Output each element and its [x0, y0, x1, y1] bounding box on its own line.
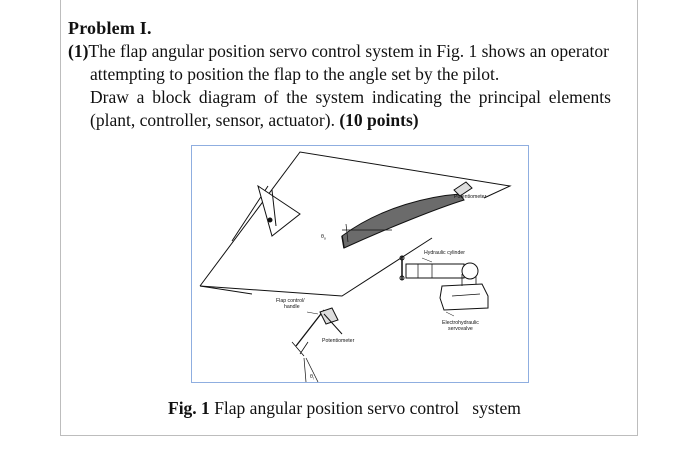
figure-1-diagram: Potentiometer θo Hydraulic cylinder Flap…: [191, 145, 529, 383]
label-theta-o: θo: [321, 234, 326, 241]
label-potentiometer-bottom: Potentiometer: [322, 338, 355, 344]
flap-surface: [341, 193, 465, 249]
label-hydraulic-cylinder: Hydraulic cylinder: [424, 250, 465, 256]
hydraulic-cylinder: [405, 263, 465, 279]
bottom-potentiometer: [323, 313, 343, 335]
question-line-4: (plant, controller, sensor, actuator). (…: [90, 110, 419, 130]
pilot-bracket: [257, 184, 301, 237]
page-frame: [60, 0, 638, 436]
question-number: (1): [68, 41, 89, 61]
question-text: (1)The flap angular position servo contr…: [68, 40, 638, 132]
label-potentiometer-top: Potentiometer: [454, 194, 487, 200]
servovalve: [439, 283, 489, 311]
question-line-2: attempting to position the flap to the a…: [90, 64, 500, 84]
label-theta-i: θi: [310, 374, 314, 381]
points-label: (10 points): [339, 110, 419, 130]
servo-system-illustration: Potentiometer θo Hydraulic cylinder Flap…: [199, 151, 512, 383]
flap-control-handle: [295, 309, 325, 347]
top-potentiometer: [453, 181, 473, 197]
question-line-3: Draw a block diagram of the system indic…: [90, 87, 611, 107]
figure-caption-text: Flap angular position servo control syst…: [214, 398, 521, 418]
problem-title: Problem I.: [68, 18, 152, 38]
figure-caption-prefix: Fig. 1: [168, 398, 210, 418]
question-line-1: (1)The flap angular position servo contr…: [68, 41, 609, 61]
figure-caption: Fig. 1 Flap angular position servo contr…: [168, 398, 521, 419]
label-flap-control-handle: Flap control/handle: [276, 298, 305, 310]
